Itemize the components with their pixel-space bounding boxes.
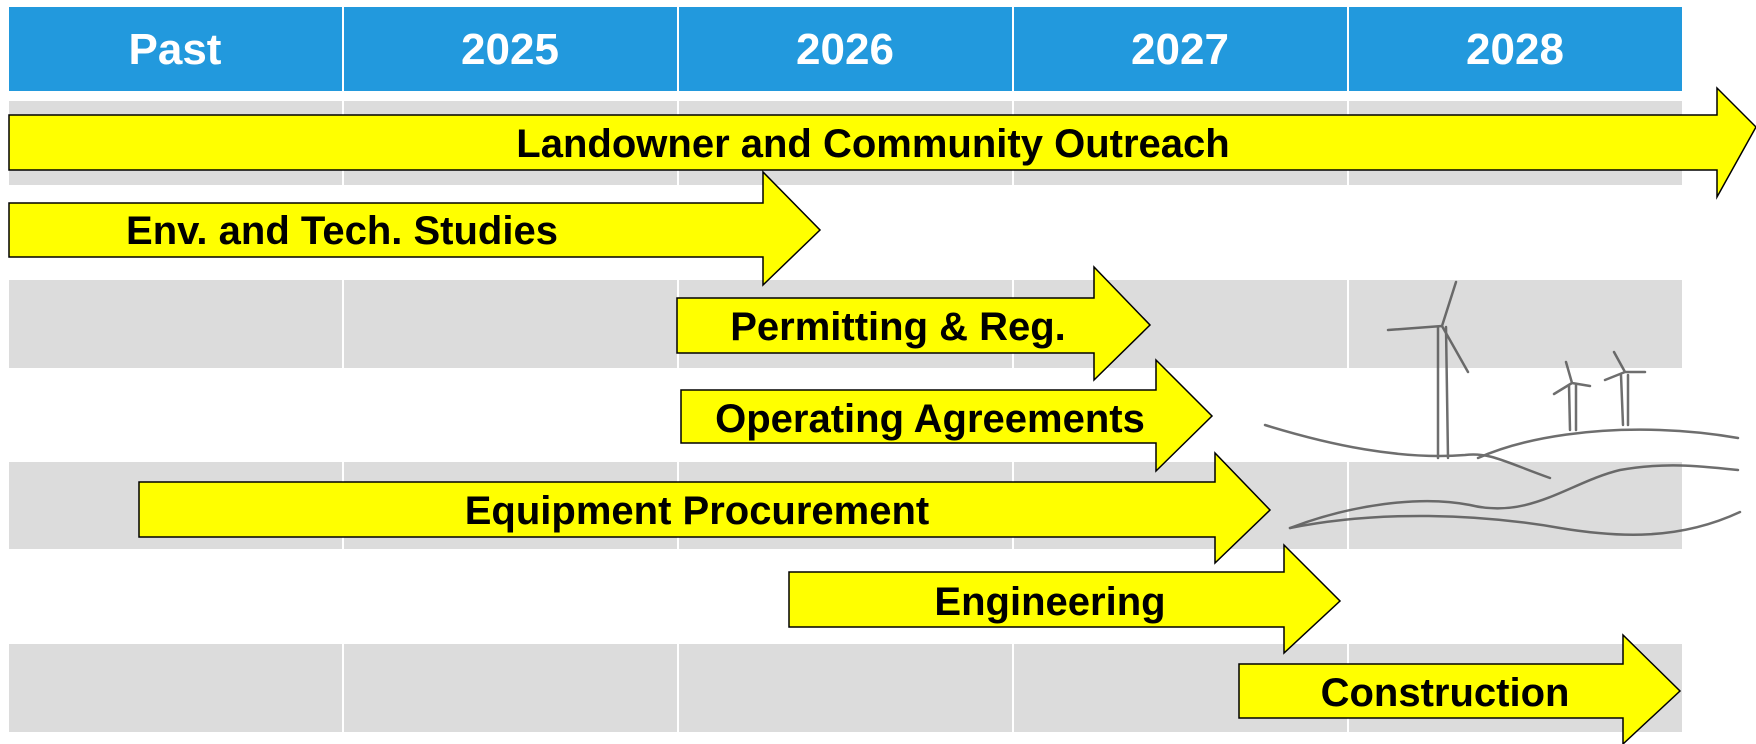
arrow-engineering: Engineering [788,543,1342,655]
hill-line-back [1263,423,1552,480]
header-label-2026: 2026 [796,25,894,74]
header-band: Past 2025 2026 2027 2028 [9,7,1682,91]
arrow-env-tech-studies: Env. and Tech. Studies [8,170,822,287]
small-turbine-2 [1603,350,1647,427]
hill-line-mid [1476,428,1740,460]
header-cell-2027 [1014,7,1347,91]
hill-line-front [1288,464,1740,530]
arrow-label: Landowner and Community Outreach [516,122,1229,166]
header-cell-past [9,7,342,91]
arrow-operating-agreements: Operating Agreements [680,358,1214,473]
arrow-equipment-procurement: Equipment Procurement [138,451,1272,565]
arrow-label: Permitting & Reg. [730,305,1066,349]
arrow-shape [680,358,1214,473]
header-label-2027: 2027 [1131,25,1229,74]
arrow-shape [8,170,822,287]
header-label-2025: 2025 [461,25,559,74]
big-turbine-tower [1436,325,1450,460]
header-cell-2028 [1349,7,1682,91]
arrow-permitting-reg: Permitting & Reg. [676,265,1152,382]
arrow-label: Construction [1321,671,1570,715]
arrow-shape [1238,633,1682,744]
big-turbine-blades [1386,280,1470,374]
arrow-shape [8,86,1756,200]
arrow-shape [138,451,1272,565]
arrow-label: Engineering [934,580,1165,624]
wind-turbine-icon [1263,280,1742,536]
arrow-landowner-outreach: Landowner and Community Outreach [8,86,1756,200]
header-label-2028: 2028 [1466,25,1564,74]
activity-arrows: Landowner and Community Outreach Env. an… [8,86,1756,744]
arrow-shape [676,265,1152,382]
header-cell-2025 [344,7,677,91]
small-turbine-1 [1552,360,1592,432]
arrow-construction: Construction [1238,633,1682,744]
arrow-label: Env. and Tech. Studies [126,209,558,253]
header-cell-2026 [679,7,1012,91]
arrow-label: Equipment Procurement [465,489,930,533]
hill-line-fore [1288,510,1742,536]
header-label-past: Past [129,25,222,74]
arrow-label: Operating Agreements [715,397,1145,441]
arrow-shape [788,543,1342,655]
